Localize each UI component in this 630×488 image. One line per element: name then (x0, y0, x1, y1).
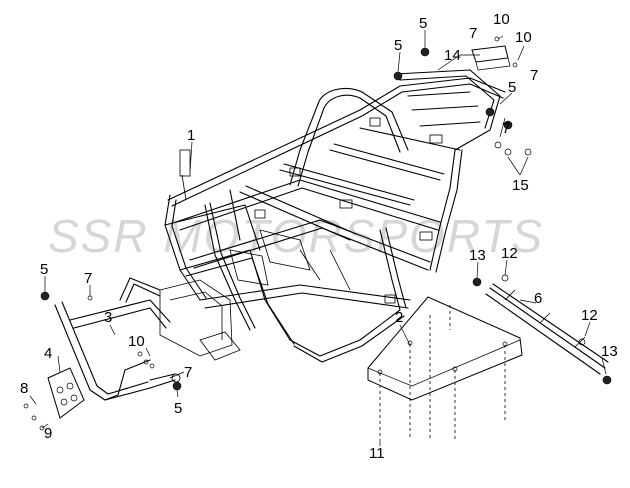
callout-1: 1 (187, 127, 195, 144)
callout-7-bumper: 7 (184, 364, 192, 381)
callout-13-left: 13 (469, 247, 486, 264)
callout-5-cage: 5 (394, 37, 402, 54)
callout-12-left: 12 (501, 245, 518, 262)
callout-5-front: 5 (40, 261, 48, 278)
callout-11: 11 (369, 445, 385, 462)
callout-5-rear: 5 (508, 79, 516, 96)
callout-10-right: 10 (515, 29, 532, 46)
callout-9: 9 (44, 425, 52, 442)
callout-6: 6 (534, 290, 542, 307)
callout-3: 3 (104, 309, 112, 326)
callout-7-right: 7 (530, 67, 538, 84)
skid-plate-main (367, 296, 523, 440)
front-bumper (54, 277, 181, 401)
callout-13-right: 13 (601, 343, 618, 360)
callout-10-bumper: 10 (128, 333, 145, 350)
callout-7-top: 7 (469, 25, 477, 42)
callout-labels: 1 2 3 4 5 5 5 5 5 6 7 7 7 7 7 8 9 10 10 … (20, 11, 618, 462)
callout-7-rear: 7 (502, 120, 510, 137)
callout-15: 15 (512, 177, 529, 194)
callout-7-front: 7 (84, 270, 92, 287)
skid-plate-front (47, 367, 85, 419)
rear-bracket (471, 45, 511, 71)
callout-12-right: 12 (581, 307, 598, 324)
fasteners (23, 36, 532, 431)
side-rail (472, 274, 612, 385)
callout-5-top: 5 (419, 15, 427, 32)
callout-4: 4 (44, 345, 52, 362)
callout-10-top: 10 (493, 11, 510, 28)
leader-lines (29, 30, 607, 446)
callout-14: 14 (444, 47, 461, 64)
main-frame (159, 69, 506, 363)
callout-5-bumper: 5 (174, 400, 182, 417)
callout-2: 2 (395, 309, 403, 326)
callout-8: 8 (20, 380, 28, 397)
